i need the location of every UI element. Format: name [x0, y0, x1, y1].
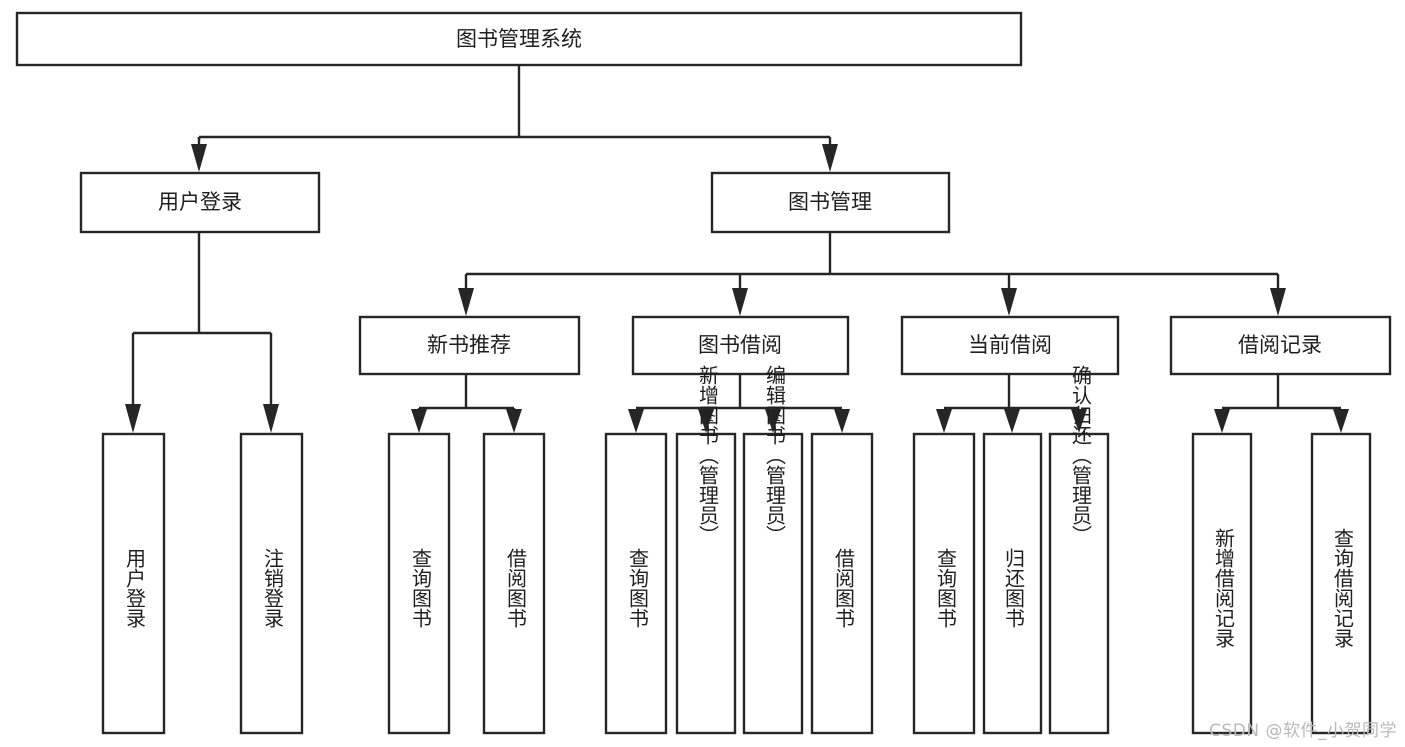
- node-leaf13-rect[interactable]: [1310, 432, 1372, 735]
- node-current[interactable]: 当前借阅: [900, 315, 1120, 376]
- node-leaf1[interactable]: 用户登录: [101, 432, 166, 735]
- node-leaf5-rect[interactable]: [604, 432, 668, 735]
- node-records[interactable]: 借阅记录: [1169, 315, 1392, 376]
- node-leaf7-label: 编辑图书（管理员）: [763, 365, 787, 545]
- node-leaf4-label: 借阅图书: [504, 548, 528, 628]
- node-leaf3-label: 查询图书: [409, 548, 433, 628]
- edge-group-bookmgmt-to-level3: [458, 232, 1286, 316]
- edge-group-newbook-to-leaves: [411, 374, 522, 433]
- edge-group-root-to-level2: [191, 66, 838, 172]
- node-newbook-label: 新书推荐: [427, 333, 511, 357]
- node-leaf12[interactable]: 新增借阅记录: [1191, 432, 1253, 735]
- arrow-records-to-leaf13: [1333, 409, 1349, 433]
- arrow-current-to-leaf11: [1071, 409, 1087, 433]
- arrow-root-to-bookmgmt: [822, 144, 838, 172]
- arrow-current-to-leaf9: [936, 409, 952, 433]
- edge-group-login-to-leaves: [125, 232, 279, 433]
- node-borrow-rect[interactable]: [631, 315, 850, 376]
- arrow-newbook-to-leaf4: [506, 409, 522, 433]
- arrow-root-to-login: [191, 144, 207, 172]
- node-leaf7[interactable]: 编辑图书（管理员）: [742, 365, 804, 735]
- node-leaf5-label: 查询图书: [626, 548, 650, 628]
- node-leaf1-rect[interactable]: [101, 432, 166, 735]
- arrow-login-to-leaf2: [263, 404, 279, 433]
- arrow-borrow-to-leaf5: [628, 409, 644, 433]
- node-root[interactable]: 图书管理系统: [15, 11, 1023, 67]
- arrow-records-to-leaf12: [1214, 409, 1230, 433]
- node-leaf6[interactable]: 新增图书（管理员）: [675, 365, 737, 735]
- node-leaf11[interactable]: 确认归还（管理员）: [1048, 365, 1110, 735]
- node-leaf8-label: 借阅图书: [832, 548, 856, 628]
- node-leaf12-label: 新增借阅记录: [1212, 528, 1236, 648]
- arrow-bookmgmt-to-borrow: [732, 288, 748, 316]
- node-leaf9-label: 查询图书: [934, 548, 958, 628]
- arrow-bookmgmt-to-current: [1001, 288, 1017, 316]
- node-bookmgmt-rect[interactable]: [710, 171, 951, 234]
- node-leaf6-label: 新增图书（管理员）: [696, 365, 720, 545]
- node-leaf8[interactable]: 借阅图书: [810, 432, 874, 735]
- node-leaf2-label: 注销登录: [261, 548, 285, 628]
- arrow-borrow-to-leaf8: [834, 409, 850, 433]
- arrow-borrow-to-leaf6: [698, 409, 714, 433]
- node-leaf3-rect[interactable]: [387, 432, 451, 735]
- node-login-rect[interactable]: [79, 171, 321, 234]
- node-leaf11-label: 确认归还（管理员）: [1069, 365, 1093, 545]
- node-bookmgmt-label: 图书管理: [788, 190, 872, 214]
- node-current-label: 当前借阅: [968, 333, 1052, 357]
- node-leaf7-rect[interactable]: [742, 432, 804, 735]
- node-leaf12-rect[interactable]: [1191, 432, 1253, 735]
- node-leaf11-rect[interactable]: [1048, 432, 1110, 735]
- arrow-login-to-leaf1: [125, 404, 141, 433]
- arrow-bookmgmt-to-newbook: [458, 288, 474, 316]
- arrow-borrow-to-leaf7: [765, 409, 781, 433]
- node-borrow[interactable]: 图书借阅: [631, 315, 850, 376]
- node-records-label: 借阅记录: [1238, 333, 1322, 357]
- node-leaf2[interactable]: 注销登录: [239, 432, 304, 735]
- node-newbook[interactable]: 新书推荐: [358, 315, 581, 376]
- node-leaf4-rect[interactable]: [482, 432, 546, 735]
- edge-group-current-to-leaves: [936, 374, 1087, 433]
- edge-group-records-to-leaves: [1214, 374, 1349, 433]
- node-leaf13[interactable]: 查询借阅记录: [1310, 432, 1372, 735]
- node-root-label: 图书管理系统: [456, 27, 582, 51]
- csdn-watermark: CSDN @软件_小贺同学: [1209, 721, 1397, 741]
- arrow-current-to-leaf10: [1004, 409, 1020, 433]
- node-leaf4[interactable]: 借阅图书: [482, 432, 546, 735]
- arrow-newbook-to-leaf3: [411, 409, 427, 433]
- node-login[interactable]: 用户登录: [79, 171, 321, 234]
- node-login-label: 用户登录: [158, 190, 242, 214]
- node-leaf6-rect[interactable]: [675, 432, 737, 735]
- node-current-rect[interactable]: [900, 315, 1120, 376]
- node-leaf10[interactable]: 归还图书: [982, 432, 1043, 735]
- node-leaf2-rect[interactable]: [239, 432, 304, 735]
- node-leaf13-label: 查询借阅记录: [1331, 528, 1355, 648]
- node-leaf3[interactable]: 查询图书: [387, 432, 451, 735]
- node-bookmgmt[interactable]: 图书管理: [710, 171, 951, 234]
- node-leaf1-label: 用户登录: [123, 548, 147, 628]
- arrow-bookmgmt-to-records: [1270, 288, 1286, 316]
- node-records-rect[interactable]: [1169, 315, 1392, 376]
- node-leaf9[interactable]: 查询图书: [912, 432, 976, 735]
- node-leaf10-rect[interactable]: [982, 432, 1043, 735]
- edge-group-borrow-to-leaves: [628, 374, 850, 433]
- node-leaf10-label: 归还图书: [1002, 548, 1026, 628]
- node-root-rect[interactable]: [15, 11, 1023, 67]
- node-newbook-rect[interactable]: [358, 315, 581, 376]
- node-borrow-label: 图书借阅: [698, 333, 782, 357]
- node-leaf9-rect[interactable]: [912, 432, 976, 735]
- node-leaf8-rect[interactable]: [810, 432, 874, 735]
- node-leaf5[interactable]: 查询图书: [604, 432, 668, 735]
